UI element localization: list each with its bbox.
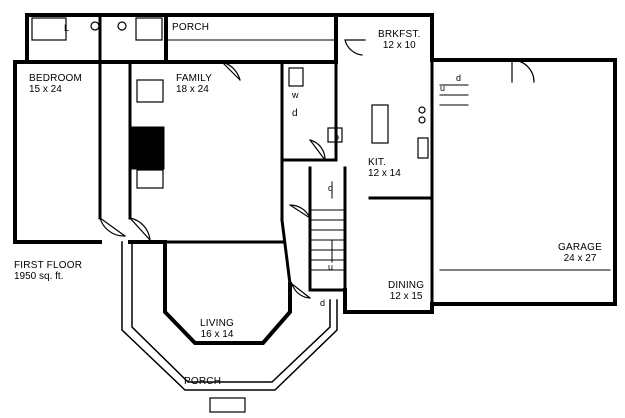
thin-lines xyxy=(165,39,611,271)
dryer-label: d xyxy=(292,108,298,119)
tub xyxy=(31,17,67,41)
bath-porch-outline xyxy=(25,13,168,64)
stair-down-label: d xyxy=(328,183,334,193)
room-name: KIT. xyxy=(368,157,387,168)
room-name: PORCH xyxy=(172,22,210,33)
living-bay xyxy=(163,240,292,345)
door-family-porch xyxy=(221,61,241,81)
breakfast-walls xyxy=(334,13,434,64)
bath-sink xyxy=(90,21,100,31)
room-dims: 18 x 24 xyxy=(176,84,209,95)
stair-up-label: u xyxy=(328,262,334,272)
room-label-porch-bottom: PORCH xyxy=(184,376,221,387)
room-label-dining: DINING 12 x 15 xyxy=(388,280,424,302)
room-name: BRKFST. xyxy=(378,29,421,40)
fan-1 xyxy=(418,106,426,114)
fireplace-bottom xyxy=(136,169,164,189)
room-name: BEDROOM xyxy=(29,73,83,84)
floor-area: 1950 sq. ft. xyxy=(14,271,64,282)
garage-walls xyxy=(430,58,617,306)
room-dims: 12 x 15 xyxy=(389,291,423,302)
room-name: PORCH xyxy=(184,376,222,387)
living-east-wall xyxy=(280,218,292,286)
room-label-living: LIVING 16 x 14 xyxy=(200,318,234,340)
porch-railing xyxy=(121,241,338,391)
room-label-brkfst: BRKFST. 12 x 10 xyxy=(378,29,421,51)
range xyxy=(417,137,429,159)
room-dims: 12 x 14 xyxy=(368,168,401,179)
stair-down-label-2: d xyxy=(456,73,462,83)
room-label-family: FAMILY 18 x 24 xyxy=(176,73,212,95)
bay-window xyxy=(209,397,246,413)
room-name: LIVING xyxy=(200,318,234,329)
stair-up-label-2: u xyxy=(440,83,446,93)
door-laundry xyxy=(309,139,326,161)
dining-walls xyxy=(343,288,434,314)
room-label-kitchen: KIT. 12 x 14 xyxy=(368,157,401,179)
door-brkfst xyxy=(344,39,366,56)
stair-walls xyxy=(308,166,347,292)
room-dims: 24 x 27 xyxy=(563,253,597,264)
fireplace-hearth xyxy=(128,126,165,170)
floor-label: FIRST FLOOR 1950 sq. ft. xyxy=(14,260,82,282)
vanity xyxy=(135,17,163,41)
porch-inner-rail xyxy=(131,241,331,383)
door-stair xyxy=(289,204,311,219)
washer-label: w xyxy=(292,90,299,100)
fan-2 xyxy=(418,116,426,124)
porch-outer-rail xyxy=(121,241,338,391)
room-label-garage: GARAGE 24 x 27 xyxy=(558,242,602,264)
door-bedroom xyxy=(99,217,126,237)
room-dims: 15 x 24 xyxy=(29,84,62,95)
door-living xyxy=(129,217,151,241)
doors xyxy=(99,39,535,299)
toilet-label: L xyxy=(64,23,70,33)
room-dims: 12 x 10 xyxy=(382,40,416,51)
fireplace-top xyxy=(136,79,164,103)
door-garage xyxy=(511,59,535,83)
pantry-cabinet xyxy=(327,127,343,143)
room-name: GARAGE xyxy=(558,242,602,253)
room-name: DINING xyxy=(388,280,425,291)
stairs xyxy=(311,84,469,271)
dryer-label-2: d xyxy=(320,298,326,308)
toilet-bowl xyxy=(117,21,127,31)
room-dims: 16 x 14 xyxy=(200,329,234,340)
pantry-label: p xyxy=(334,132,340,142)
kitchen-island xyxy=(371,104,389,144)
exterior-walls xyxy=(13,13,617,345)
room-label-bedroom: BEDROOM 15 x 24 xyxy=(29,73,82,95)
fixtures xyxy=(31,17,429,413)
door-dining xyxy=(291,283,311,299)
room-label-porch-top: PORCH xyxy=(172,22,209,33)
west-wall xyxy=(13,60,102,244)
room-name: FAMILY xyxy=(176,73,213,84)
floor-name: FIRST FLOOR xyxy=(14,260,83,271)
laundry-cabinet xyxy=(288,67,304,87)
